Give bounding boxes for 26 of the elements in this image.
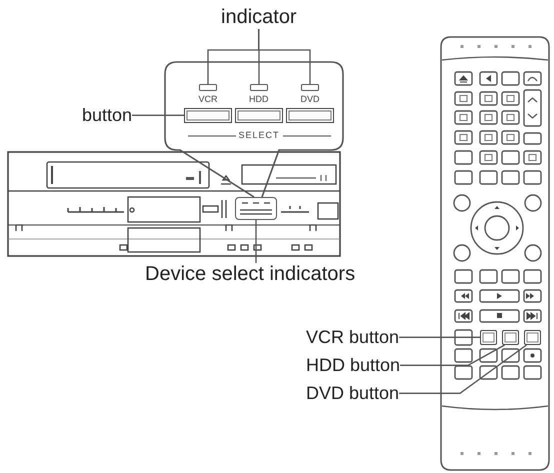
- callout-label: DVD button: [306, 383, 400, 404]
- leader-line: [399, 344, 527, 394]
- remote-button: [524, 330, 541, 345]
- leader-line: [258, 29, 311, 84]
- remote-button: [502, 330, 519, 345]
- remote-button: [480, 330, 497, 345]
- indicator-lamp: [250, 84, 268, 91]
- panel-label: VCR: [198, 95, 218, 104]
- indicator-lamp: [199, 84, 217, 91]
- select-button: [184, 108, 232, 123]
- select-button: [235, 108, 283, 123]
- callout-label: indicator: [221, 6, 297, 29]
- leader-line: [399, 336, 480, 338]
- callout-label: Device select indicators: [145, 263, 356, 286]
- select-button: [286, 108, 334, 123]
- callout-label: VCR button: [306, 327, 400, 348]
- panel-label: DVD: [300, 95, 320, 104]
- indicator-lamp: [301, 84, 319, 91]
- callout-label: button: [82, 105, 132, 126]
- leader-line: [255, 220, 257, 263]
- select-indicator-area: [235, 197, 277, 220]
- leader-line: [132, 114, 184, 116]
- leader-line: [400, 344, 505, 366]
- callout-label: HDD button: [306, 355, 400, 376]
- panel-label: HDD: [249, 95, 268, 104]
- panel-label: SELECT: [238, 131, 280, 140]
